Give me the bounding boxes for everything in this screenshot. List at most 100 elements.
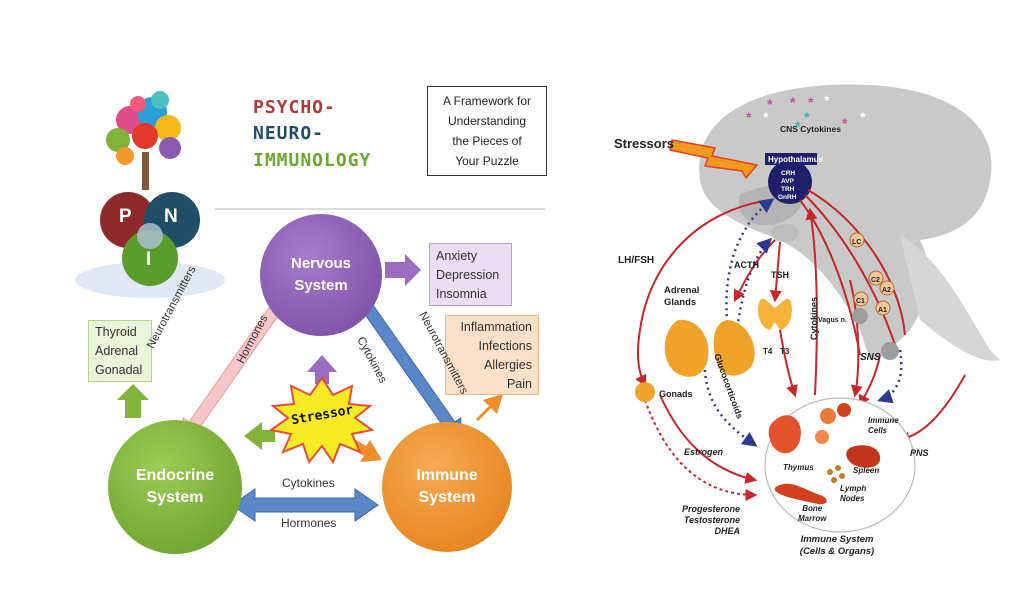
spleen-icon [846, 445, 881, 468]
immune-system-caption: Immune System (Cells & Organs) [799, 534, 875, 557]
thymus-icon [768, 415, 801, 454]
svg-text:*: * [804, 109, 810, 125]
arrow-immune-to-inflammation [476, 394, 503, 421]
vagus-label: Vagus n. [818, 317, 847, 324]
arrow-stressor-to-endocrine [244, 422, 275, 450]
logo-letter-i: I [146, 249, 152, 270]
tsh-label: TSH [771, 270, 789, 280]
inflammation-box: Inflammation Infections Allergies Pain [445, 315, 539, 395]
a1-node [875, 300, 891, 316]
progesterone-label: Progesterone Testosterone DHEA [681, 504, 740, 536]
c1-node [853, 291, 869, 307]
spleen-label: Spleen [853, 466, 879, 475]
immune-organs [768, 403, 881, 505]
crh-label: CRH [781, 170, 795, 177]
c2-label: C2 [871, 277, 880, 284]
bone-marrow-icon [774, 483, 827, 505]
c2-node [868, 270, 884, 286]
hypothalamus-node [768, 160, 812, 204]
arrow-progesterone [644, 399, 758, 501]
adrenal-glands-label: Adrenal Glands [664, 285, 700, 308]
pni-connections [75, 91, 545, 522]
gnrh-label: GnRH [778, 194, 797, 201]
framework-box: A Framework for Understanding the Pieces… [427, 86, 547, 176]
anxiety-box: Anxiety Depression Insomnia [429, 243, 512, 306]
title-immunology: IMMUNOLOGY [253, 150, 372, 171]
immune-cell-3 [815, 430, 829, 444]
logo-letter-n: N [164, 206, 178, 227]
pituitary-node [771, 224, 799, 242]
acth-label: ACTH [734, 260, 759, 270]
title-neuro: NEURO- [253, 123, 325, 144]
sns-label: SNS [860, 352, 881, 363]
stressors-bolt [669, 139, 759, 180]
svg-text:*: * [860, 109, 866, 125]
arrow-endocrine-to-thyroid [117, 384, 149, 418]
logo-center [137, 223, 163, 249]
c1-label: C1 [856, 298, 865, 305]
arrow-stressor-to-nervous [307, 355, 337, 384]
endocrine-system-node: Endocrine System [108, 420, 242, 554]
gonads-label: Gonads [659, 389, 693, 399]
arrow-hypo-to-a1 [807, 189, 906, 336]
a2-node [879, 280, 895, 296]
stressor-burst [268, 376, 375, 465]
lc-label: LC [852, 239, 861, 246]
svg-text:*: * [763, 109, 769, 125]
red-pathways [635, 189, 966, 501]
a1-label: A1 [878, 307, 887, 314]
thyroid-box: Thyroid Adrenal Gonadal [88, 320, 152, 382]
svg-text:*: * [790, 94, 796, 110]
pni-logo [75, 192, 225, 298]
lymph-nodes-label: Lymph Nodes [840, 484, 867, 503]
pns-label: PNS [910, 448, 929, 458]
cns-cytokines-label: CNS Cytokines [780, 124, 841, 134]
feedback-glucocorticoids-hypo [725, 198, 775, 341]
hypothalamus-label: Hypothalamus [768, 155, 824, 164]
arrow-acth [733, 239, 776, 303]
arrow-nervous-to-anxiety [385, 254, 421, 286]
label-hormones-bottom: Hormones [281, 516, 337, 530]
immune-cell-1 [820, 408, 836, 424]
estrogen-label: Estrogen [684, 447, 724, 457]
lymph-nodes-icon [827, 465, 845, 483]
a2-label: A2 [882, 287, 891, 294]
arrow-tsh [769, 241, 782, 303]
cns-cytokine-asterisks: * * * * * * * * * * [746, 92, 866, 134]
thyroid-icon [758, 298, 792, 330]
svg-text:*: * [795, 118, 801, 134]
immune-system-node: Immune System [382, 422, 512, 552]
arrow-pns-to-immune [897, 374, 966, 444]
arrow-hypo-to-sns [804, 194, 896, 346]
avp-label: AVP [781, 178, 795, 185]
lh-fsh-label: LH/FSH [618, 255, 654, 266]
sns-ganglion [881, 342, 899, 360]
feedback-sns [877, 349, 903, 404]
t4-label: T4 [763, 347, 773, 356]
stressors-label: Stressors [614, 136, 674, 151]
svg-text:*: * [746, 109, 752, 125]
arrow-cytokines-up [805, 207, 818, 396]
tree-illustration [106, 91, 181, 190]
label-cytokines-bottom: Cytokines [282, 476, 335, 490]
bone-marrow-label: Bone Marrow [798, 504, 827, 523]
immune-cell-2 [837, 403, 851, 417]
adrenal-glands-icon [664, 319, 755, 377]
tree-trunk [142, 152, 149, 190]
gonads-icon [635, 382, 655, 402]
thymus-label: Thymus [783, 463, 814, 472]
logo-letter-p: P [119, 206, 132, 227]
t3-label: T3 [780, 347, 790, 356]
cytokines-vertical-label: Cytokines [809, 297, 819, 340]
arrow-thyroid-to-immune [779, 329, 798, 398]
svg-text:*: * [842, 115, 848, 131]
arrow-vagus-to-immune [849, 279, 863, 398]
vagus-node [852, 308, 868, 324]
title-psycho: PSYCHO- [253, 97, 336, 118]
arrow-lh-fsh [635, 199, 771, 388]
svg-text:*: * [767, 96, 773, 112]
brainstem-nuclei [849, 232, 895, 316]
svg-text:*: * [808, 94, 814, 110]
logo-i-circle [122, 230, 178, 286]
